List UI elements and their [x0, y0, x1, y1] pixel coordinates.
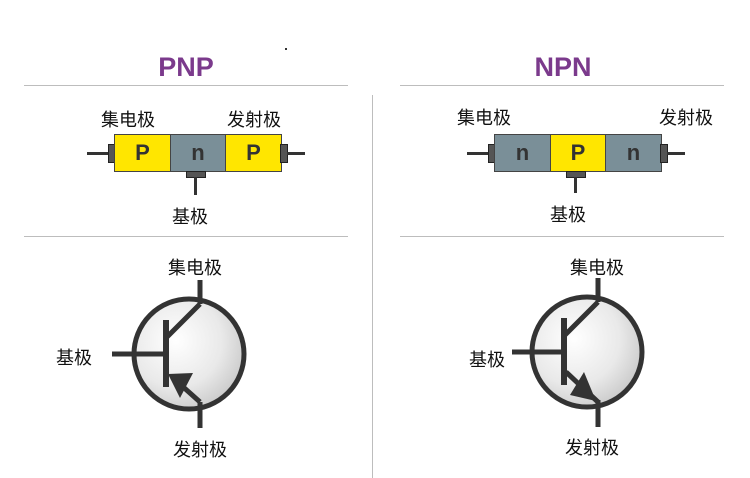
npn-top-divider — [400, 85, 724, 86]
pnp-emitter-arrow — [168, 373, 193, 398]
pnp-layer-p-right: P — [225, 134, 282, 172]
npn-middle-divider — [400, 236, 724, 237]
pnp-symbol-emitter-label: 发射极 — [173, 440, 227, 461]
npn-layer-n-right: n — [605, 134, 662, 172]
pnp-collector-wire — [164, 302, 202, 340]
npn-bar-emitter-label: 发射极 — [659, 108, 713, 129]
pnp-base-lead — [194, 177, 197, 195]
npn-symbol-base-label: 基极 — [469, 350, 505, 371]
npn-right-lead — [667, 152, 685, 155]
npn-bar-collector-label: 集电极 — [457, 108, 511, 129]
pnp-right-lead — [287, 152, 305, 155]
pnp-top-divider — [24, 85, 348, 86]
center-divider — [372, 95, 373, 478]
npn-title: NPN — [534, 52, 592, 82]
pnp-symbol-base-label: 基极 — [56, 348, 92, 369]
pnp-title: PNP — [158, 52, 214, 82]
npn-emitter-arrow — [570, 372, 596, 401]
pnp-layer-n: n — [170, 134, 226, 172]
pnp-symbol-collector-label: 集电极 — [168, 258, 222, 279]
npn-layer-p: P — [550, 134, 606, 172]
pnp-left-lead — [87, 152, 109, 155]
pnp-middle-divider — [24, 236, 348, 237]
npn-symbol-emitter-label: 发射极 — [565, 438, 619, 459]
pnp-bar-base-label: 基极 — [172, 207, 208, 228]
npn-layer-n-left: n — [494, 134, 551, 172]
npn-transistor-symbol — [512, 278, 645, 427]
npn-base-lead — [574, 177, 577, 193]
npn-symbol-collector-label: 集电极 — [570, 258, 624, 279]
stray-dot — [285, 48, 287, 50]
npn-left-lead — [467, 152, 489, 155]
pnp-bar-collector-label: 集电极 — [101, 110, 155, 131]
npn-bar-base-label: 基极 — [550, 205, 586, 226]
npn-collector-wire — [562, 300, 600, 338]
pnp-bar-emitter-label: 发射极 — [227, 110, 281, 131]
pnp-transistor-symbol — [112, 280, 247, 428]
